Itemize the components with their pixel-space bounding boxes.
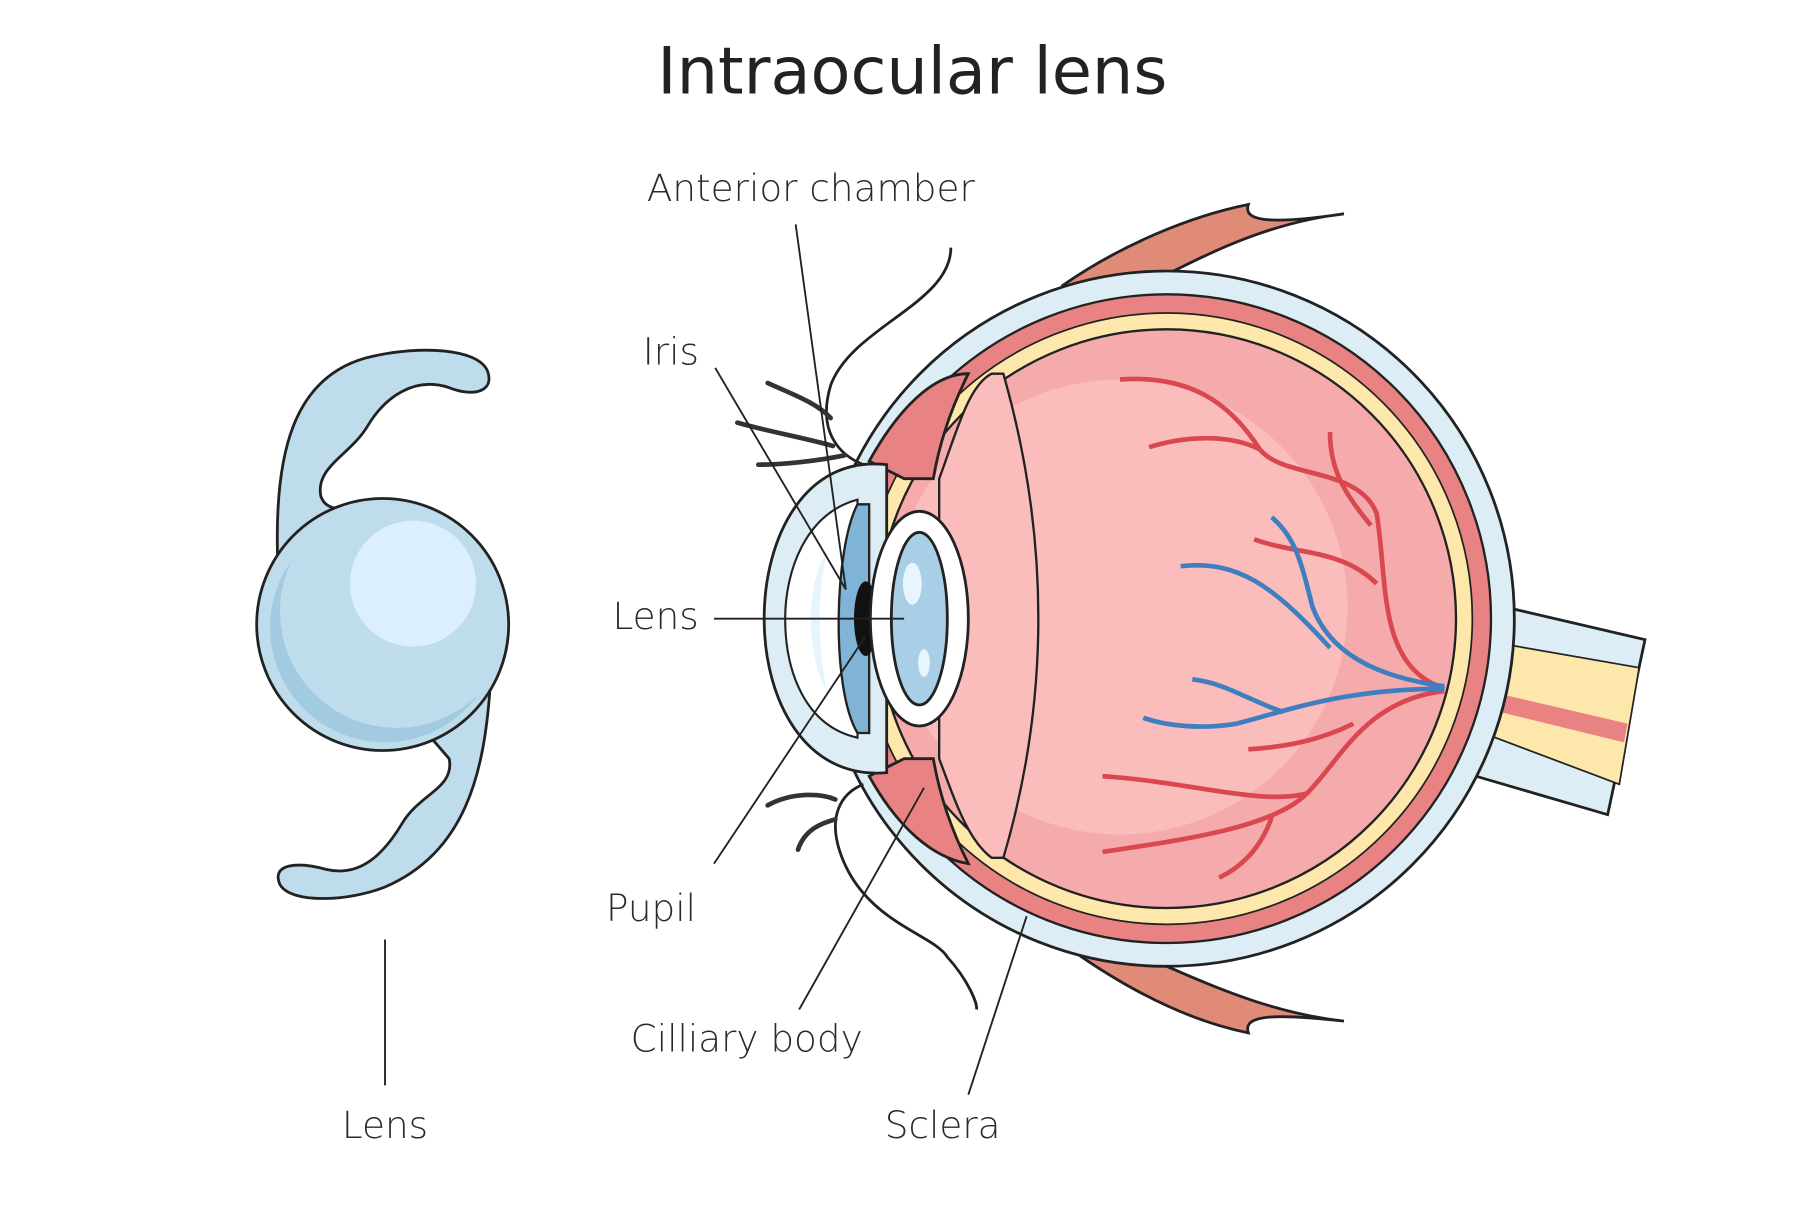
label-pupil: Pupil: [606, 886, 696, 930]
intraocular-lens-implant: [255, 348, 511, 900]
extraocular-muscle-bottom: [1072, 949, 1345, 1035]
label-sclera: Sclera: [885, 1103, 1001, 1147]
eyelashes: [735, 380, 848, 853]
label-anterior-chamber: Anterior chamber: [647, 166, 976, 210]
label-lens-implant: Lens: [342, 1103, 428, 1147]
extraocular-muscle-top: [1060, 202, 1345, 288]
eyelids: [825, 247, 978, 1010]
label-lens-eye: Lens: [613, 594, 699, 638]
eyeball: [817, 269, 1516, 968]
label-ciliary-body: Cilliary body: [631, 1017, 863, 1061]
label-iris: Iris: [643, 329, 699, 373]
diagram-title: Intraocular lens: [657, 34, 1167, 110]
leader-lines: [384, 224, 1028, 1095]
